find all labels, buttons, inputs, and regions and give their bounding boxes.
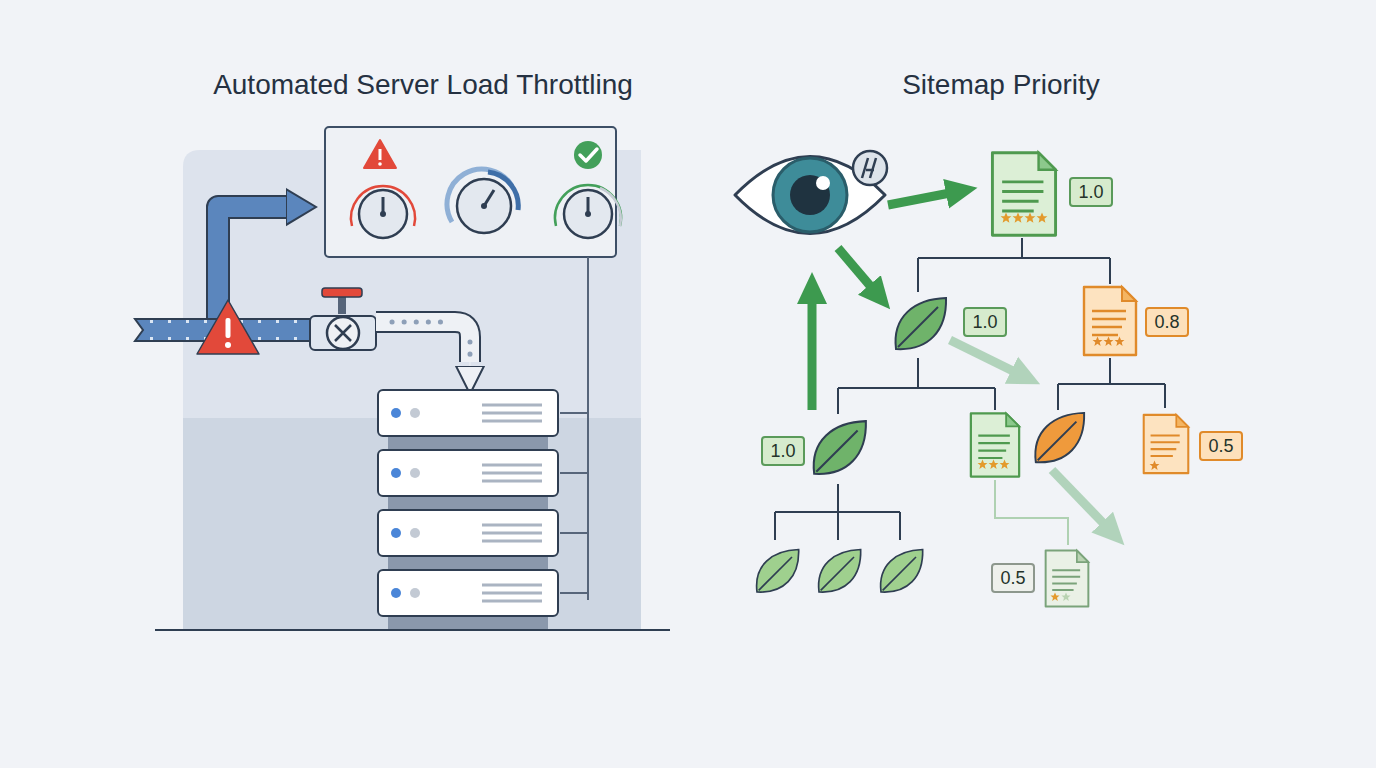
priority-badge: 1.0 [761,436,804,466]
priority-badge: 1.0 [963,307,1006,337]
priority-value: 1.0 [1078,182,1103,202]
server-units [378,390,558,616]
server-unit [378,390,558,436]
priority-badge: 0.5 [1199,431,1242,461]
panel-heading: Automated Server Load Throttling [213,69,633,101]
priority-value: 0.8 [1154,312,1179,332]
page-documents [971,153,1188,607]
panel-heading: Sitemap Priority [902,69,1100,101]
traffic-pipe [135,207,470,370]
monitor-wire [560,257,588,600]
crawl-arrows [812,193,1105,525]
rating-stars [978,213,1160,602]
priority-value: 0.5 [1000,568,1025,588]
tree-lines [775,238,1165,545]
priority-badge: 0.5 [991,563,1034,593]
priority-badge: 0.8 [1145,307,1188,337]
server-unit [378,450,558,496]
server-unit [378,570,558,616]
crawler-eye [735,151,887,234]
priority-value: 0.5 [1208,436,1233,456]
priority-badge: 1.0 [1069,177,1112,207]
server-unit [378,510,558,556]
ground-line [155,629,670,631]
priority-value: 1.0 [770,441,795,461]
priority-value: 1.0 [972,312,997,332]
page-leaves [757,298,1085,592]
monitor-panel [325,127,621,257]
